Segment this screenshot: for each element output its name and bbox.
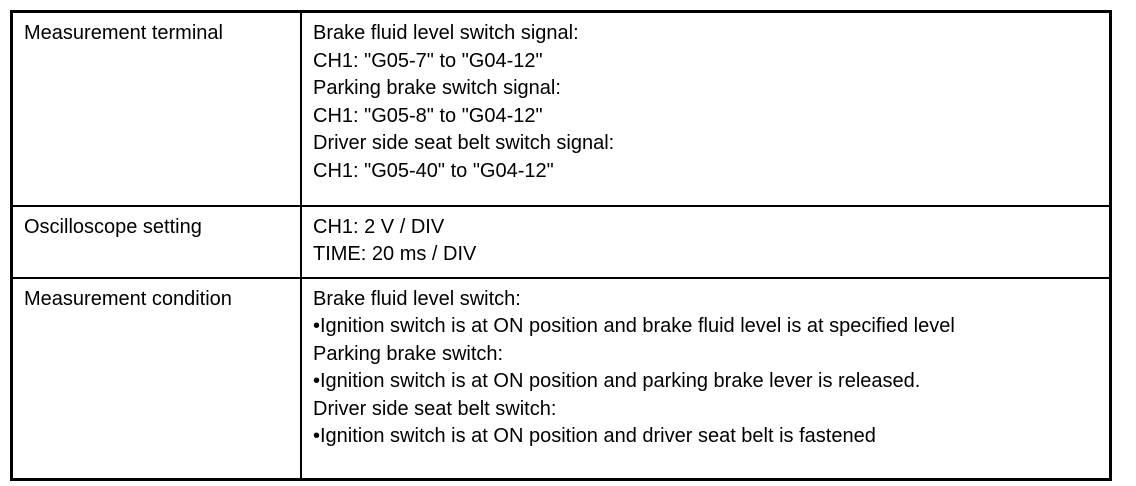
value-line: •Ignition switch is at ON position and d… (313, 425, 876, 447)
table-row-measurement-terminal: Measurement terminal Brake fluid level s… (10, 10, 1112, 207)
value-line: Driver side seat belt switch signal: (313, 132, 615, 154)
row-label-oscilloscope-setting: Oscilloscope setting (10, 204, 302, 279)
value-line: Parking brake switch: (313, 342, 504, 365)
table-row-measurement-condition: Measurement condition Brake fluid level … (10, 276, 1112, 481)
row-value-measurement-condition: Brake fluid level switch: •Ignition swit… (300, 276, 1112, 481)
value-line: TIME: 20 ms / DIV (313, 243, 477, 265)
table-row-oscilloscope-setting: Oscilloscope setting CH1: 2 V / DIV TIME… (10, 204, 1112, 279)
value-line: CH1: "G05-8" to "G04-12" (313, 104, 543, 127)
value-line: Brake fluid level switch: (313, 287, 521, 310)
row-value-oscilloscope-setting: CH1: 2 V / DIV TIME: 20 ms / DIV (300, 204, 1112, 279)
spec-table-body: Measurement terminal Brake fluid level s… (10, 10, 1112, 481)
value-line: CH1: 2 V / DIV (313, 215, 445, 238)
value-line: CH1: "G05-40" to "G04-12" (313, 159, 554, 182)
row-value-measurement-terminal: Brake fluid level switch signal: CH1: "G… (300, 10, 1112, 207)
value-line: •Ignition switch is at ON position and p… (313, 370, 921, 392)
value-line: CH1: "G05-7" to "G04-12" (313, 49, 543, 72)
row-label-measurement-condition: Measurement condition (10, 276, 302, 481)
value-line: Driver side seat belt switch: (313, 397, 557, 420)
value-line: Brake fluid level switch signal: (313, 22, 579, 44)
value-line: •Ignition switch is at ON position and b… (313, 315, 955, 337)
value-line: Parking brake switch signal: (313, 77, 561, 99)
oscilloscope-spec-table: Measurement terminal Brake fluid level s… (10, 10, 1112, 481)
row-label-measurement-terminal: Measurement terminal (10, 10, 302, 207)
